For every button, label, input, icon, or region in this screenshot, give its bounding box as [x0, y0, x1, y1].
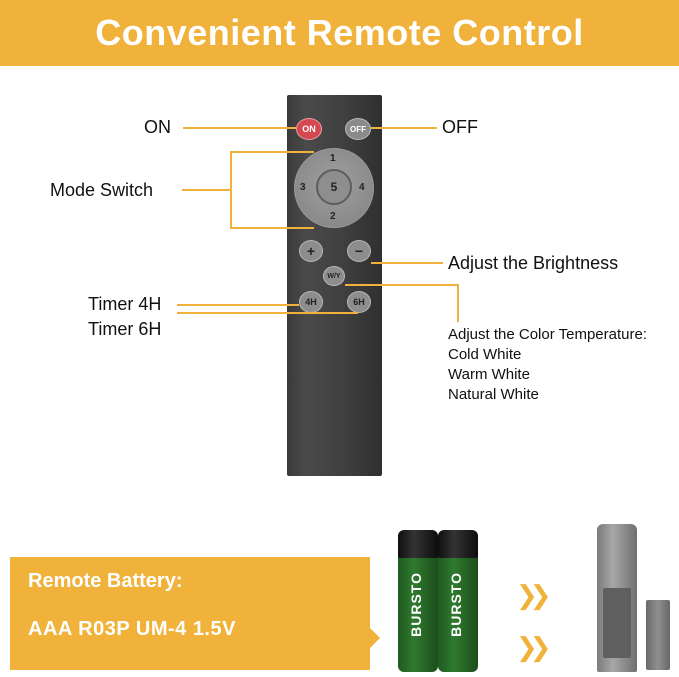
color-temperature-button[interactable]: W/Y	[323, 266, 345, 286]
brightness-plus-button[interactable]: +	[299, 240, 323, 262]
battery-spec: AAA R03P UM-4 1.5V	[28, 618, 236, 640]
page-title: Convenient Remote Control	[95, 12, 584, 53]
timer-6h-label: Timer 6H	[88, 319, 162, 339]
mode-4-button[interactable]: 4	[359, 182, 365, 193]
off-label: OFF	[442, 117, 478, 137]
mode-3-button[interactable]: 3	[300, 182, 306, 193]
on-leader-line	[183, 127, 296, 129]
battery-2-cap	[438, 530, 478, 558]
timer-4h-leader-line	[177, 304, 299, 306]
on-button[interactable]: ON	[296, 118, 322, 140]
brightness-label: Adjust the Brightness	[448, 253, 619, 273]
mode-1-button[interactable]: 1	[330, 153, 336, 164]
off-button[interactable]: OFF	[345, 118, 371, 140]
color-temp-leader-v	[457, 284, 459, 322]
mode-bracket-bottom	[230, 227, 314, 229]
battery-compartment	[603, 588, 631, 658]
off-leader-line	[371, 127, 437, 129]
natural-white-label: Natural White	[448, 386, 539, 403]
mode-2-button[interactable]: 2	[330, 211, 336, 222]
on-label: ON	[144, 117, 171, 137]
battery-2-brand: BURSTO	[448, 572, 464, 637]
double-chevron-icon: ❯❯	[516, 632, 551, 662]
double-chevron-icon: ❯❯	[516, 580, 551, 610]
color-temp-title: Adjust the Color Temperature:	[448, 326, 647, 343]
mode-leader-line	[182, 189, 230, 191]
mode-5-button[interactable]: 5	[316, 169, 352, 205]
warm-white-label: Warm White	[448, 366, 530, 383]
battery-panel-pointer	[370, 628, 380, 648]
mode-bracket-top	[230, 151, 314, 153]
battery-1-brand: BURSTO	[408, 572, 424, 637]
brightness-leader-line	[371, 262, 443, 264]
color-temp-leader-h	[345, 284, 459, 286]
timer-4h-button[interactable]: 4H	[299, 291, 323, 313]
battery-title: Remote Battery:	[28, 570, 183, 592]
battery-cover	[646, 600, 670, 670]
brightness-minus-button[interactable]: −	[347, 240, 371, 262]
battery-info-panel	[10, 557, 370, 670]
header-banner: Convenient Remote Control	[0, 0, 679, 66]
timer-6h-button[interactable]: 6H	[347, 291, 371, 313]
timer-4h-label: Timer 4H	[88, 294, 162, 314]
mode-bracket-vertical	[230, 151, 232, 229]
timer-6h-leader-line	[177, 312, 358, 314]
cold-white-label: Cold White	[448, 346, 522, 363]
mode-switch-label: Mode Switch	[50, 180, 154, 200]
battery-1-cap	[398, 530, 438, 558]
